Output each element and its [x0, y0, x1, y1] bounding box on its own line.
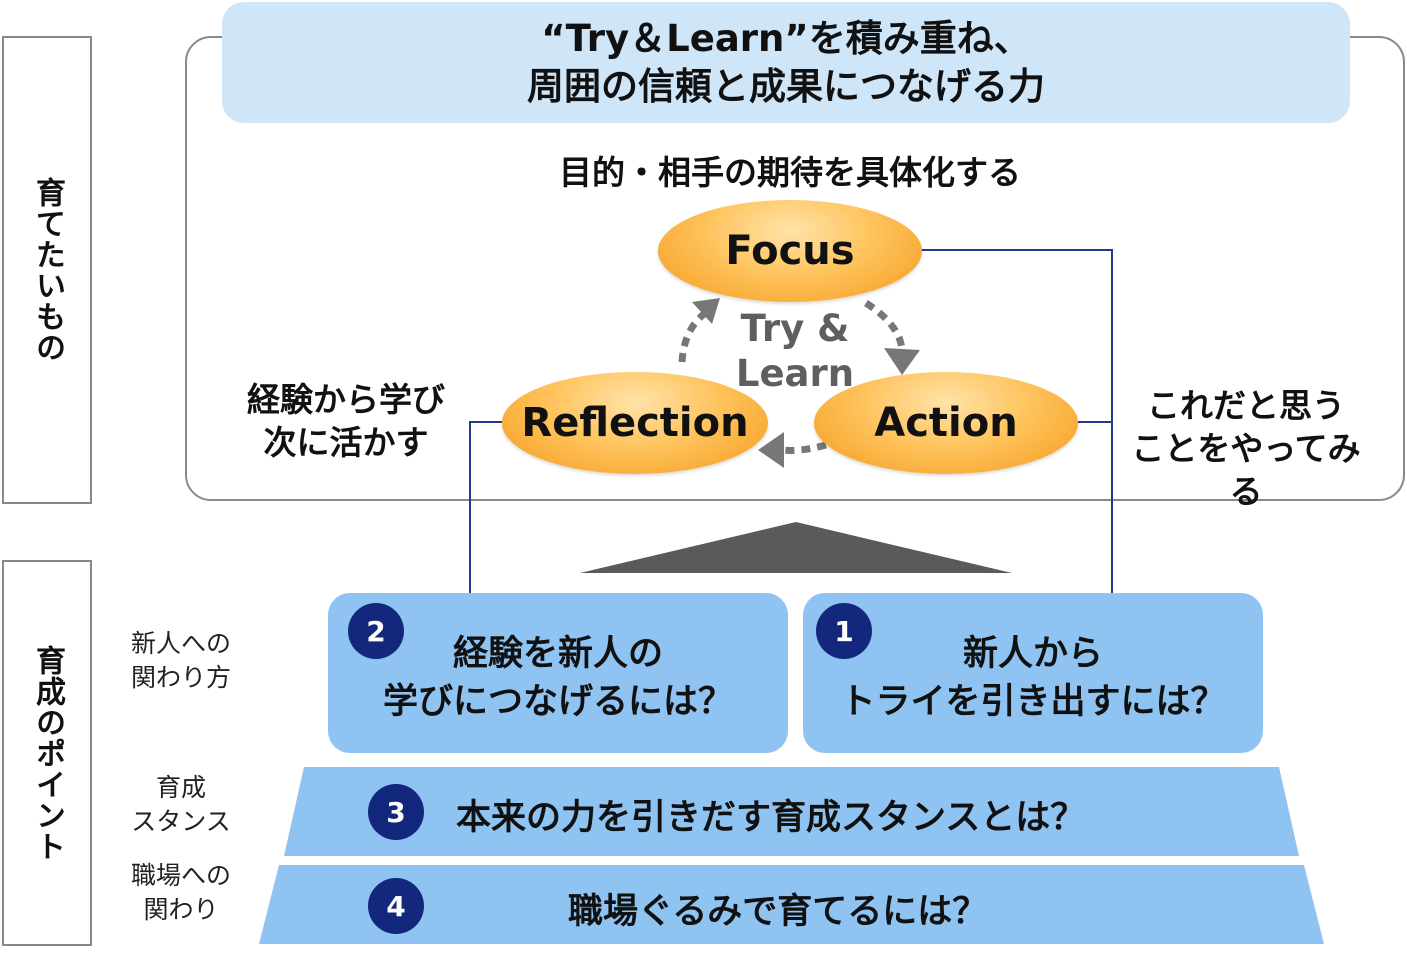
section-label-top-box: 育てたいもの [2, 36, 92, 504]
row-label-workplace: 職場への 関わり [116, 859, 246, 927]
title-line-1: “Try＆Learn”を積み重ね、 [541, 16, 1031, 60]
section-label-bottom: 育成のポイント [30, 644, 65, 862]
arrowhead-focus-to-action [884, 348, 920, 375]
point-2-badge: 2 [348, 603, 404, 659]
reflection-ellipse: Reflection [502, 372, 768, 474]
action-ellipse: Action [814, 372, 1078, 474]
point-1-line-2: トライを引き出すには？ [840, 682, 1226, 722]
point-3-text: 本来の力を引きだす育成スタンスとは？ [456, 798, 1086, 838]
support-triangle [580, 522, 1012, 573]
reflection-note-line-2: 次に活かす [263, 423, 429, 462]
point-1-line-1: 新人から [962, 634, 1103, 674]
point-2-line-1: 経験を新人の [452, 634, 663, 674]
focus-connector [900, 249, 1113, 593]
section-label-top: 育てたいもの [30, 177, 65, 363]
action-note-line-2: ことをやってみる [1131, 429, 1361, 511]
reflection-note: 経験から学び 次に活かす [228, 378, 464, 464]
point-3-band [284, 767, 1299, 856]
point-3-badge: 3 [368, 784, 424, 840]
cycle-arrow-action-to-reflection [781, 441, 827, 454]
row-label-stance: 育成 スタンス [116, 771, 246, 839]
arrowhead-action-to-reflection [758, 432, 784, 468]
row-label-stance-line-2: スタンス [131, 807, 231, 836]
point-1-badge: 1 [816, 603, 872, 659]
cycle-arrow-reflection-to-focus [678, 311, 707, 363]
row-label-newcomer-line-2: 関わり方 [130, 663, 231, 692]
row-label-stance-line-1: 育成 [155, 773, 206, 802]
title-line-2: 周囲の信頼と成果につなげる力 [527, 64, 1045, 108]
focus-subtitle: 目的・相手の期待を具体化する [559, 153, 1021, 192]
cycle-center-text: Try & Learn [720, 306, 870, 396]
section-label-bottom-box: 育成のポイント [2, 560, 92, 946]
title-banner: “Try＆Learn”を積み重ね、 周囲の信頼と成果につなげる力 [222, 2, 1350, 123]
focus-ellipse: Focus [658, 200, 922, 302]
point-4-text: 職場ぐるみで育てるには？ [568, 892, 988, 932]
point-4-badge: 4 [368, 878, 424, 934]
action-note-line-1: これだと思う [1147, 386, 1345, 425]
reflection-label: Reflection [521, 400, 749, 446]
action-label: Action [874, 400, 1018, 446]
row-label-workplace-line-2: 関わり [143, 895, 219, 924]
cycle-arrow-focus-to-action [864, 300, 906, 351]
point-1-card: 新人から トライを引き出すには？ [803, 593, 1263, 753]
row-label-newcomer-line-1: 新人への [130, 629, 231, 658]
point-2-card: 経験を新人の 学びにつなげるには？ [328, 593, 788, 753]
point-4-band [259, 865, 1324, 944]
arrowhead-reflection-to-focus [692, 298, 720, 324]
reflection-note-line-1: 経験から学び [247, 380, 445, 419]
row-label-workplace-line-1: 職場への [130, 861, 231, 890]
action-note: これだと思う ことをやってみる [1118, 384, 1374, 513]
cycle-center-line-2: Learn [735, 352, 855, 395]
row-label-newcomer: 新人への 関わり方 [116, 627, 246, 695]
point-2-line-2: 学びにつなげるには？ [382, 682, 733, 722]
focus-label: Focus [725, 228, 855, 274]
cycle-center-line-1: Try & [740, 307, 850, 350]
